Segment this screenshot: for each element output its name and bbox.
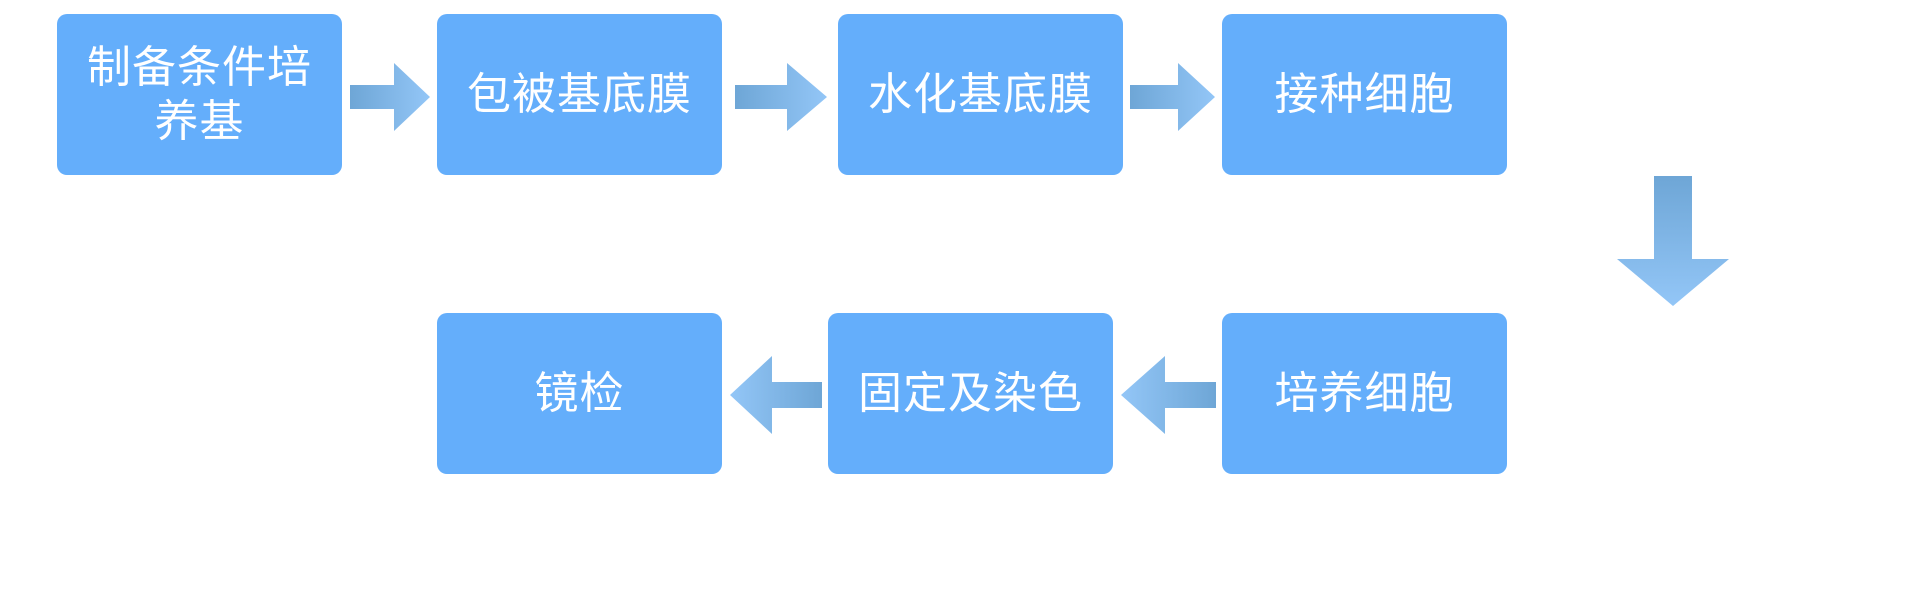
flow-node-4-label: 接种细胞 bbox=[1274, 69, 1455, 119]
flow-node-1-label: 制备条件培 养基 bbox=[87, 42, 312, 146]
flow-arrow-right-2 bbox=[735, 63, 827, 131]
flow-node-5[interactable]: 培养细胞 bbox=[1222, 313, 1507, 474]
flow-node-5-label: 培养细胞 bbox=[1274, 368, 1455, 418]
flow-node-3-label: 水化基底膜 bbox=[868, 69, 1093, 119]
flow-arrow-right-1 bbox=[350, 63, 430, 131]
flow-node-7-label: 镜检 bbox=[534, 368, 625, 418]
flow-node-2[interactable]: 包被基底膜 bbox=[437, 14, 722, 175]
flow-arrow-left-2 bbox=[730, 356, 822, 434]
flow-node-2-label: 包被基底膜 bbox=[467, 69, 692, 119]
flow-node-4[interactable]: 接种细胞 bbox=[1222, 14, 1507, 175]
flow-node-6-label: 固定及染色 bbox=[858, 368, 1083, 418]
flow-node-7[interactable]: 镜检 bbox=[437, 313, 722, 474]
flow-node-3[interactable]: 水化基底膜 bbox=[838, 14, 1123, 175]
flow-node-1[interactable]: 制备条件培 养基 bbox=[57, 14, 342, 175]
flow-arrow-down-1 bbox=[1617, 176, 1729, 306]
flow-arrow-right-3 bbox=[1130, 63, 1215, 131]
flow-node-6[interactable]: 固定及染色 bbox=[828, 313, 1113, 474]
flow-arrow-left-1 bbox=[1121, 356, 1216, 434]
